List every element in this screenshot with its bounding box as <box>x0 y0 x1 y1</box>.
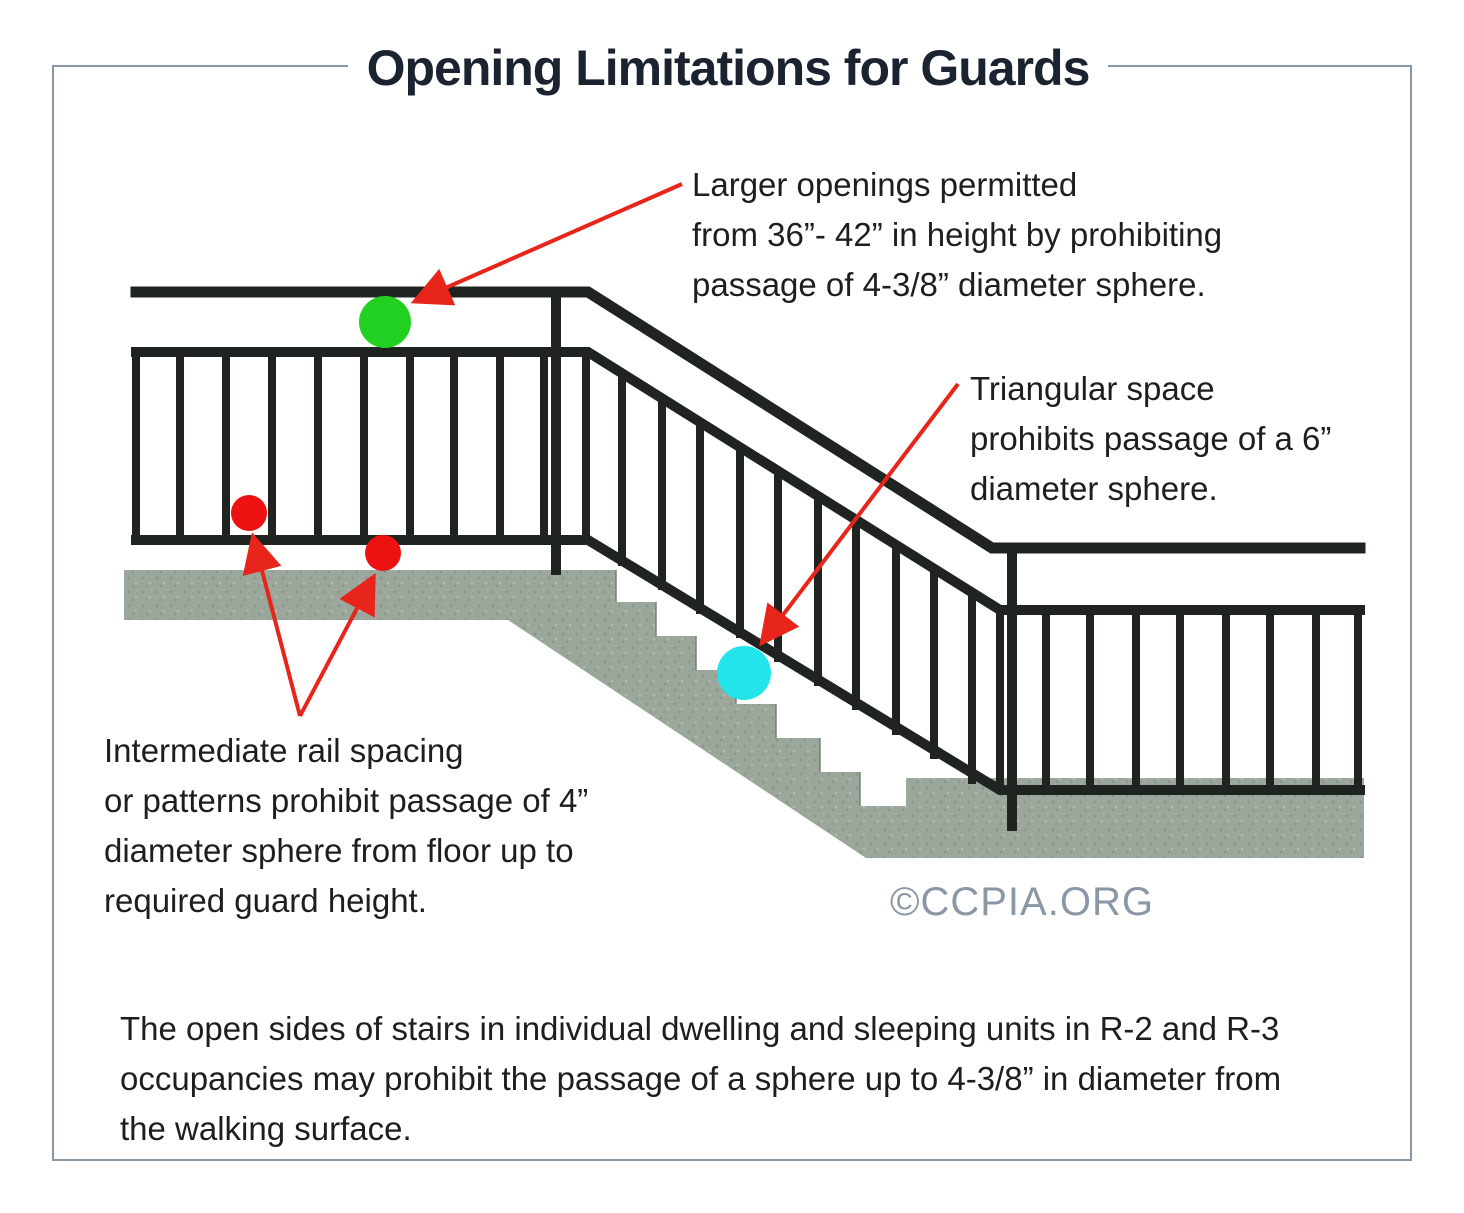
sphere-4-inch-right <box>365 535 401 571</box>
copyright-watermark: ©CCPIA.ORG <box>890 880 1154 924</box>
arrow-top-opening <box>410 182 683 306</box>
callout-arrows <box>242 182 960 717</box>
concrete-stair <box>124 570 1364 858</box>
sphere-4-inch-left <box>231 495 267 531</box>
footnote-text: The open sides of stairs in individual d… <box>120 1004 1390 1154</box>
guard-railing <box>130 286 1366 831</box>
callout-line: Larger openings permitted <box>692 166 1078 203</box>
footnote-line: The open sides of stairs in individual d… <box>120 1010 1280 1047</box>
balusters <box>132 348 1362 794</box>
callout-line: Intermediate rail spacing <box>104 732 464 769</box>
upper-landing <box>124 570 574 620</box>
arrow-intermediate-left <box>242 532 302 717</box>
lower-landing <box>866 778 1364 858</box>
callout-line: prohibits passage of a 6” <box>970 420 1332 457</box>
callout-line: diameter sphere from floor up to <box>104 832 574 869</box>
arrow-intermediate-right <box>298 572 376 717</box>
callout-line: diameter sphere. <box>970 470 1218 507</box>
callout-line: Triangular space <box>970 370 1215 407</box>
sphere-6-inch <box>717 646 771 700</box>
footnote-line: occupancies may prohibit the passage of … <box>120 1060 1282 1097</box>
callout-line: or patterns prohibit passage of 4” <box>104 782 589 819</box>
footnote-line: the walking surface. <box>120 1110 412 1147</box>
callout-line: passage of 4-3/8” diameter sphere. <box>692 266 1206 303</box>
page-title: Opening Limitations for Guards <box>348 36 1108 100</box>
callout-triangular-space: Triangular space prohibits passage of a … <box>970 364 1331 514</box>
top-handrail <box>130 286 1366 554</box>
callout-intermediate-rail: Intermediate rail spacing or patterns pr… <box>104 726 588 926</box>
callout-line: required guard height. <box>104 882 427 919</box>
arrow-triangular <box>759 382 960 647</box>
sphere-4-3-8-inch <box>359 296 411 348</box>
callout-top-opening: Larger openings permitted from 36”- 42” … <box>692 160 1222 310</box>
callout-line: from 36”- 42” in height by prohibiting <box>692 216 1223 253</box>
